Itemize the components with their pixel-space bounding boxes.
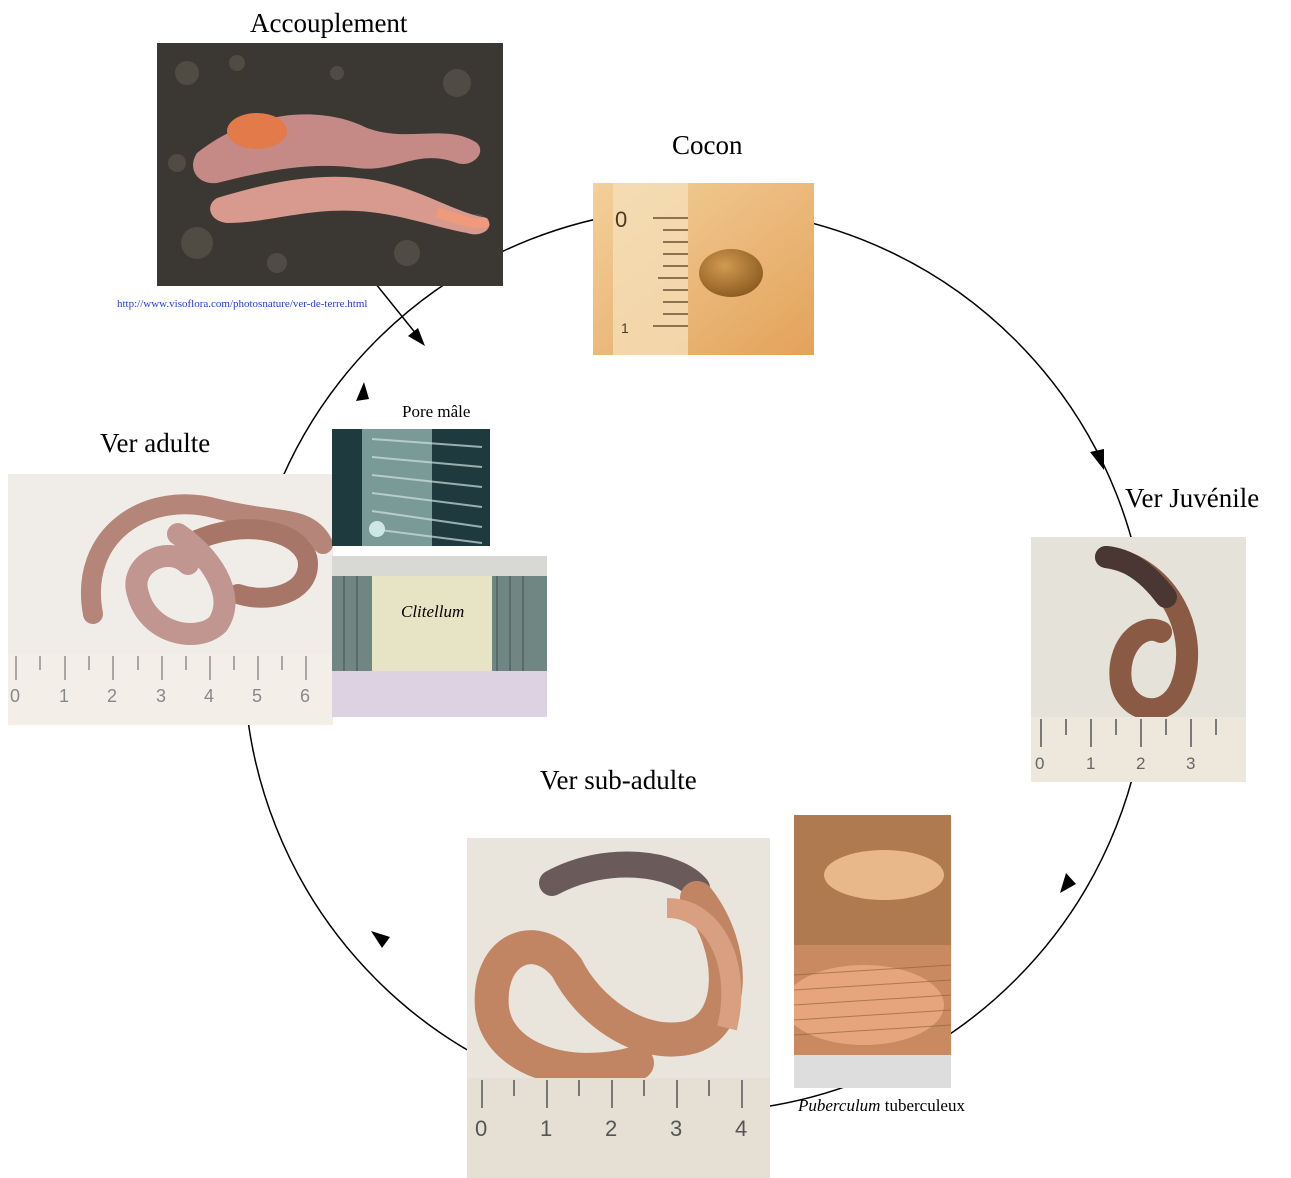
arrowhead-top-left [356, 382, 369, 401]
male-pore-photo [332, 429, 490, 546]
subadult-ruler-2: 2 [605, 1116, 617, 1141]
puberculum-italic: Puberculum [798, 1096, 880, 1115]
adult-ruler-4: 4 [204, 686, 214, 706]
arrowhead-bottom-left [371, 931, 390, 948]
puberculum-rest: tuberculeux [885, 1096, 965, 1115]
cocoon-ruler-1: 1 [621, 320, 629, 336]
adult-ruler-0: 0 [10, 686, 20, 706]
subadult-ruler-4: 4 [735, 1116, 747, 1141]
clitellum-label: Clitellum [401, 602, 464, 622]
subadult-ruler-0: 0 [475, 1116, 487, 1141]
stage-label-subadult: Ver sub-adulte [540, 765, 697, 796]
arrowhead-mating [408, 328, 425, 346]
male-pore-label: Pore mâle [402, 402, 470, 422]
subadult-photo: 0 1 2 3 4 [467, 838, 770, 1178]
adult-ruler-2: 2 [107, 686, 117, 706]
juvenile-ruler-0: 0 [1035, 754, 1044, 773]
juvenile-ruler-1: 1 [1086, 754, 1095, 773]
adult-ruler-6: 6 [300, 686, 310, 706]
mating-photo [157, 43, 503, 286]
stage-label-juvenile: Ver Juvénile [1125, 483, 1259, 514]
arrowhead-bottom-right [1060, 873, 1076, 893]
cocoon-ruler-0: 0 [615, 207, 627, 232]
cocoon-photo: 0 1 [593, 183, 814, 355]
puberculum-caption: Puberculum tuberculeux [798, 1096, 965, 1116]
juvenile-ruler-3: 3 [1186, 754, 1195, 773]
adult-ruler-5: 5 [252, 686, 262, 706]
source-link[interactable]: http://www.visoflora.com/photosnature/ve… [117, 298, 367, 310]
stage-label-mating: Accouplement [250, 8, 407, 39]
adult-ruler-3: 3 [156, 686, 166, 706]
juvenile-ruler-2: 2 [1136, 754, 1145, 773]
subadult-ruler-3: 3 [670, 1116, 682, 1141]
subadult-ruler-1: 1 [540, 1116, 552, 1141]
puberculum-photo [794, 815, 951, 1088]
adult-photo: 0 1 2 3 4 5 6 [8, 474, 333, 725]
arrowhead-top-right [1090, 449, 1104, 470]
clitellum-photo [332, 556, 547, 717]
adult-ruler-1: 1 [59, 686, 69, 706]
stage-label-adult: Ver adulte [100, 428, 210, 459]
stage-label-cocoon: Cocon [672, 130, 743, 161]
juvenile-photo: 0 1 2 3 [1031, 537, 1246, 782]
